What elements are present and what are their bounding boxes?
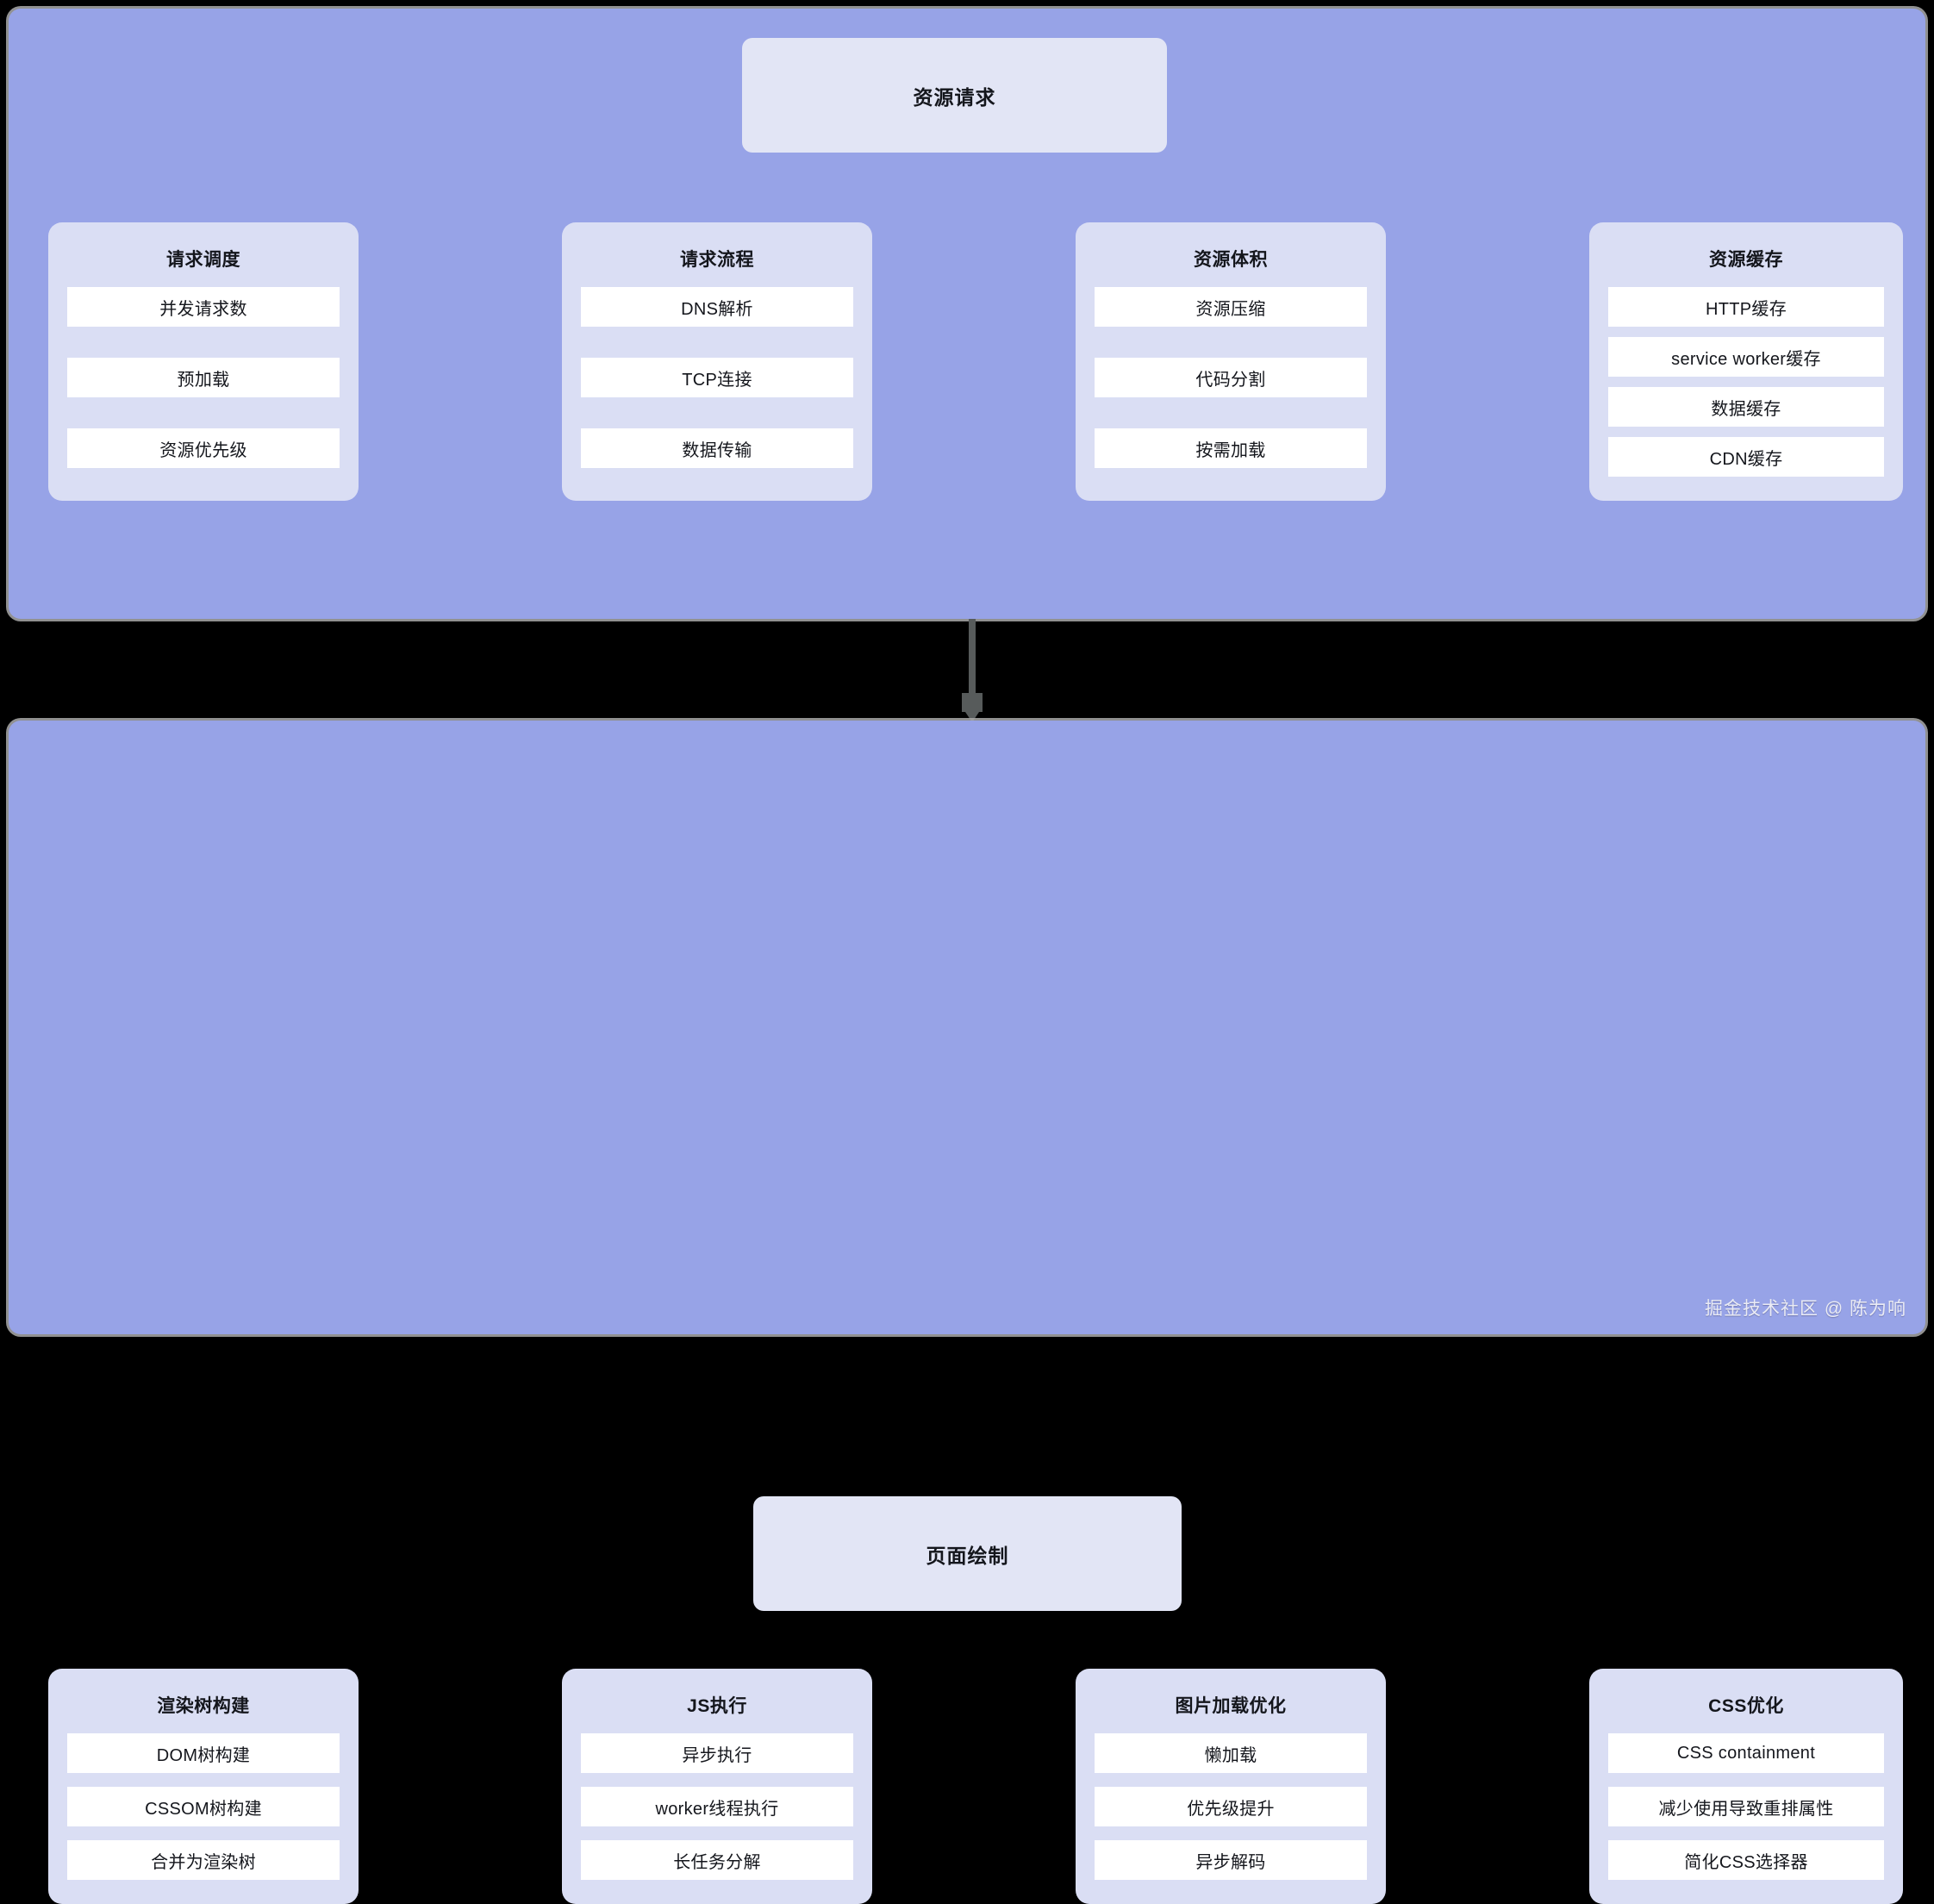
section-panel-resource-request: 资源请求 请求调度 并发请求数 预加载 资源优先级 请求流程 DNS解析 TCP… xyxy=(9,9,1925,619)
card-item-list: 异步执行 worker线程执行 长任务分解 xyxy=(581,1733,853,1881)
card-title: 资源缓存 xyxy=(1709,250,1783,270)
section-panel-page-paint: 页面绘制 渲染树构建 DOM树构建 CSSOM树构建 合并为渲染树 JS执行 异… xyxy=(9,721,1925,1904)
card-item[interactable]: worker线程执行 xyxy=(581,1787,853,1827)
card-js-execution: JS执行 异步执行 worker线程执行 长任务分解 xyxy=(562,1669,872,1904)
card-item[interactable]: HTTP缓存 xyxy=(1608,287,1884,328)
card-item[interactable]: 合并为渲染树 xyxy=(67,1840,340,1881)
diagram-canvas: 资源请求 请求调度 并发请求数 预加载 资源优先级 请求流程 DNS解析 TCP… xyxy=(9,9,1925,1904)
card-item[interactable]: CSSOM树构建 xyxy=(67,1787,340,1827)
card-item[interactable]: 按需加载 xyxy=(1095,428,1367,469)
section-title-resource-request: 资源请求 xyxy=(742,38,1167,153)
card-item[interactable]: 简化CSS选择器 xyxy=(1608,1840,1884,1881)
card-item[interactable]: 资源优先级 xyxy=(67,428,340,469)
watermark: 掘金技术社区 @ 陈为响 xyxy=(1705,1299,1906,1319)
down-arrow-icon xyxy=(962,619,983,722)
cards-row-resource-request: 请求调度 并发请求数 预加载 资源优先级 请求流程 DNS解析 TCP连接 数据… xyxy=(9,222,1934,502)
cards-row-page-paint: 渲染树构建 DOM树构建 CSSOM树构建 合并为渲染树 JS执行 异步执行 w… xyxy=(9,1669,1934,1904)
card-item[interactable]: 异步解码 xyxy=(1095,1840,1367,1881)
card-item-list: 资源压缩 代码分割 按需加载 xyxy=(1095,287,1367,469)
section-title-page-paint: 页面绘制 xyxy=(753,1496,1182,1611)
card-item[interactable]: service worker缓存 xyxy=(1608,337,1884,378)
card-render-tree-build: 渲染树构建 DOM树构建 CSSOM树构建 合并为渲染树 xyxy=(48,1669,359,1904)
card-item-list: 懒加载 优先级提升 异步解码 xyxy=(1095,1733,1367,1881)
card-item[interactable]: 预加载 xyxy=(67,358,340,398)
card-resource-cache: 资源缓存 HTTP缓存 service worker缓存 数据缓存 CDN缓存 xyxy=(1589,222,1903,502)
card-title: 请求流程 xyxy=(680,250,754,270)
card-item[interactable]: 代码分割 xyxy=(1095,358,1367,398)
card-item-list: DNS解析 TCP连接 数据传输 xyxy=(581,287,853,469)
card-item[interactable]: 优先级提升 xyxy=(1095,1787,1367,1827)
card-title: 渲染树构建 xyxy=(157,1696,250,1716)
card-item[interactable]: DOM树构建 xyxy=(67,1733,340,1774)
card-item[interactable]: 长任务分解 xyxy=(581,1840,853,1881)
card-item-list: CSS containment 减少使用导致重排属性 简化CSS选择器 xyxy=(1608,1733,1884,1881)
card-title: 图片加载优化 xyxy=(1175,1696,1287,1716)
card-request-flow: 请求流程 DNS解析 TCP连接 数据传输 xyxy=(562,222,872,502)
card-image-loading-optimization: 图片加载优化 懒加载 优先级提升 异步解码 xyxy=(1076,1669,1386,1904)
card-item[interactable]: CDN缓存 xyxy=(1608,437,1884,478)
card-resource-size: 资源体积 资源压缩 代码分割 按需加载 xyxy=(1076,222,1386,502)
card-item[interactable]: 资源压缩 xyxy=(1095,287,1367,328)
card-item-list: HTTP缓存 service worker缓存 数据缓存 CDN缓存 xyxy=(1608,287,1884,478)
card-item[interactable]: DNS解析 xyxy=(581,287,853,328)
card-item[interactable]: TCP连接 xyxy=(581,358,853,398)
card-title: 请求调度 xyxy=(166,250,240,270)
card-css-optimization: CSS优化 CSS containment 减少使用导致重排属性 简化CSS选择… xyxy=(1589,1669,1903,1904)
card-title: CSS优化 xyxy=(1708,1696,1784,1716)
card-item-list: 并发请求数 预加载 资源优先级 xyxy=(67,287,340,469)
card-request-scheduling: 请求调度 并发请求数 预加载 资源优先级 xyxy=(48,222,359,502)
card-item[interactable]: 数据缓存 xyxy=(1608,387,1884,428)
card-item[interactable]: CSS containment xyxy=(1608,1733,1884,1774)
card-item[interactable]: 懒加载 xyxy=(1095,1733,1367,1774)
card-item[interactable]: 减少使用导致重排属性 xyxy=(1608,1787,1884,1827)
card-item[interactable]: 异步执行 xyxy=(581,1733,853,1774)
card-item-list: DOM树构建 CSSOM树构建 合并为渲染树 xyxy=(67,1733,340,1881)
card-title: JS执行 xyxy=(687,1696,747,1716)
card-item[interactable]: 并发请求数 xyxy=(67,287,340,328)
card-item[interactable]: 数据传输 xyxy=(581,428,853,469)
card-title: 资源体积 xyxy=(1194,250,1268,270)
